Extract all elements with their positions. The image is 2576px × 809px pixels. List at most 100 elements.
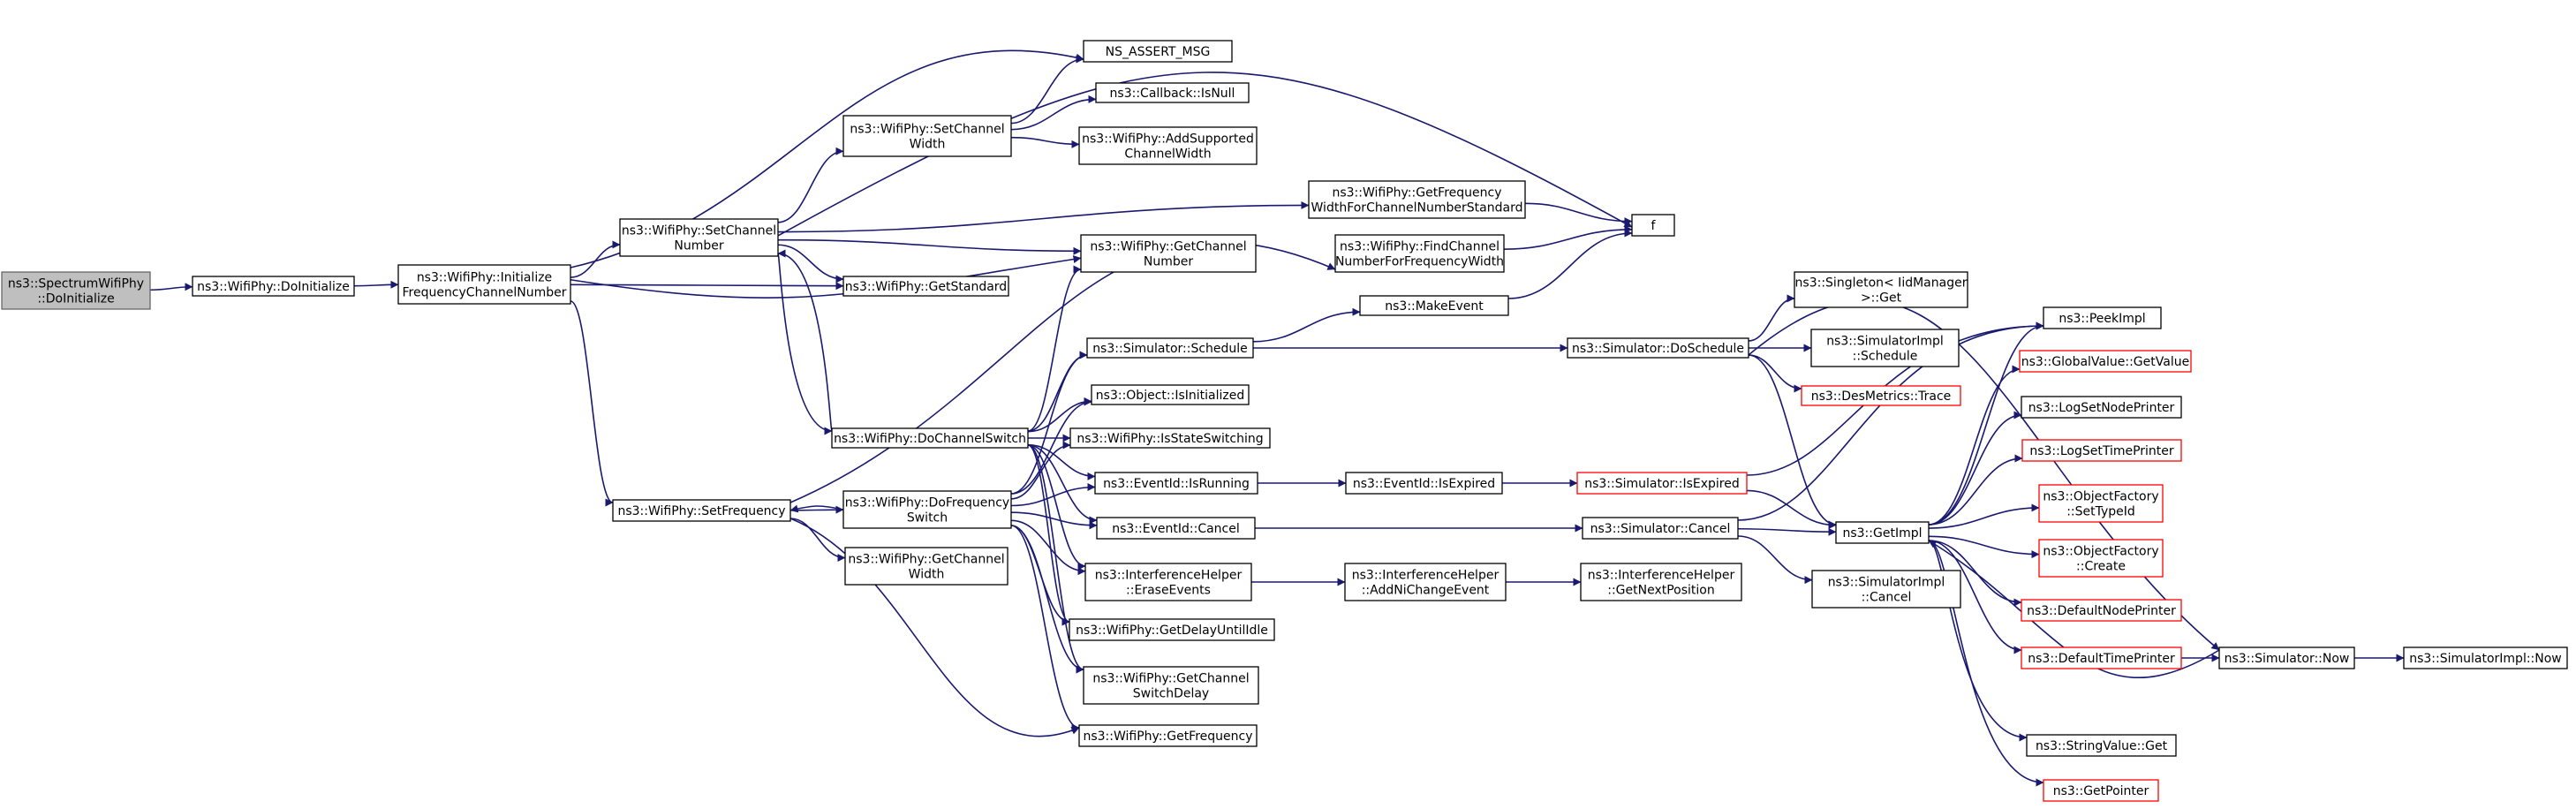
node-label-line: Number (674, 239, 723, 253)
node-simimplsched[interactable]: ns3::SimulatorImpl::Schedule (1810, 329, 1960, 367)
node-label-line: ns3::Singleton< IidManager (1795, 276, 1968, 291)
node-isstatesw[interactable]: ns3::WifiPhy::IsStateSwitching (1069, 427, 1271, 449)
node-isnull[interactable]: ns3::Callback::IsNull (1095, 82, 1250, 103)
edge-simcancel-to-getimpl (1737, 527, 1837, 536)
node-isinit[interactable]: ns3::Object::IsInitialized (1091, 384, 1250, 405)
node-label-line: FrequencyChannelNumber (402, 286, 566, 300)
node-addni[interactable]: ns3::InterferenceHelper::AddNiChangeEven… (1344, 563, 1507, 601)
node-objfactcreate[interactable]: ns3::ObjectFactory::Create (2038, 539, 2164, 578)
node-getimpl[interactable]: ns3::GetImpl (1835, 521, 1930, 544)
node-initfreq[interactable]: ns3::WifiPhy::InitializeFrequencyChannel… (397, 264, 571, 305)
node-doinit[interactable]: ns3::WifiPhy::DoInitialize (192, 276, 355, 297)
node-box (1086, 337, 1254, 359)
node-box (1359, 295, 1509, 316)
node-getptr[interactable]: ns3::GetPointer (2043, 779, 2159, 802)
node-simimplnow[interactable]: ns3::SimulatorImpl::Now (2403, 646, 2568, 669)
node-label-line: ns3::GlobalValue::GetValue (2021, 355, 2189, 369)
node-assert[interactable]: NS_ASSERT_MSG (1083, 40, 1233, 63)
node-makeevent[interactable]: ns3::MakeEvent (1359, 295, 1509, 316)
node-getfreqwidth[interactable]: ns3::WifiPhy::GetFrequencyWidthForChanne… (1308, 180, 1526, 219)
node-objfacttype[interactable]: ns3::ObjectFactory::SetTypeId (2038, 484, 2164, 523)
node-deftime[interactable]: ns3::DefaultTimePrinter (2021, 646, 2182, 669)
node-label-line: ns3::ObjectFactory (2043, 490, 2158, 504)
edge-setchwidth-to-assert (1010, 55, 1084, 125)
node-logtime[interactable]: ns3::LogSetTimePrinter (2021, 439, 2182, 462)
node-box (1096, 517, 1256, 540)
node-desmetrics[interactable]: ns3::DesMetrics::Trace (1801, 385, 1961, 406)
edge-dofreqsw-to-swdelay (1010, 525, 1084, 674)
edge-dochswitch-to-schedule (1027, 351, 1088, 432)
node-box (1, 271, 151, 310)
node-label-line: ns3::InterferenceHelper (1588, 569, 1735, 583)
node-label-line: ns3::Callback::IsNull (1110, 87, 1235, 101)
edge-dofreqsw-to-isinit (1010, 397, 1092, 495)
edge-simcancel-to-peekimpl (1737, 321, 2044, 521)
node-box (2021, 646, 2182, 669)
node-strget[interactable]: ns3::StringValue::Get (2026, 734, 2177, 757)
node-root[interactable]: ns3::SpectrumWifiPhy::DoInitialize (1, 271, 151, 310)
edge-dochswitch-to-isrunning (1027, 443, 1096, 480)
node-evcancel[interactable]: ns3::EventId::Cancel (1096, 517, 1256, 540)
node-delayidle[interactable]: ns3::WifiPhy::GetDelayUntilIdle (1069, 618, 1275, 641)
node-box (1084, 563, 1252, 601)
node-lognode[interactable]: ns3::LogSetNodePrinter (2021, 396, 2182, 419)
node-box (1078, 724, 1258, 747)
edge-setchnum-to-setchwidth (777, 147, 844, 223)
node-box (1811, 570, 1961, 609)
edge-getimpl-to-getptr (1928, 540, 2044, 787)
node-singleton[interactable]: ns3::Singleton< IidManager>::Get (1794, 271, 1968, 308)
node-label-line: ns3::Simulator::Schedule (1092, 342, 1248, 356)
node-getstd[interactable]: ns3::WifiPhy::GetStandard (842, 276, 1009, 297)
node-box (397, 264, 571, 305)
node-erase[interactable]: ns3::InterferenceHelper::EraseEvents (1084, 563, 1252, 601)
node-label-line: ns3::InterferenceHelper (1095, 569, 1243, 583)
node-label-line: ::Create (2076, 560, 2126, 574)
node-label-line: Width (910, 138, 946, 152)
node-label-line: ns3::SimulatorImpl (1826, 335, 1944, 349)
node-label-line: NS_ASSERT_MSG (1106, 45, 1211, 59)
node-globalvalue[interactable]: ns3::GlobalValue::GetValue (2019, 350, 2192, 373)
node-schedule[interactable]: ns3::Simulator::Schedule (1086, 337, 1254, 359)
node-findch[interactable]: ns3::WifiPhy::FindChannelNumberForFreque… (1334, 234, 1505, 273)
edge-getimpl-to-logtime (1928, 454, 2023, 525)
node-label-line: >::Get (1861, 291, 1902, 306)
node-simexpired[interactable]: ns3::Simulator::IsExpired (1576, 472, 1748, 495)
edge-schedule-to-makeevent (1252, 307, 1361, 343)
node-peekimpl[interactable]: ns3::PeekImpl (2043, 306, 2162, 329)
node-box (1345, 472, 1503, 495)
node-label-line: ns3::WifiPhy::SetFrequency (617, 504, 785, 518)
node-evexpired[interactable]: ns3::EventId::IsExpired (1345, 472, 1503, 495)
node-getfreq[interactable]: ns3::WifiPhy::GetFrequency (1078, 724, 1258, 747)
edge-initfreq-to-setfreq (570, 300, 614, 507)
node-isrunning[interactable]: ns3::EventId::IsRunning (1094, 472, 1258, 495)
node-doschedule[interactable]: ns3::Simulator::DoSchedule (1567, 337, 1749, 359)
node-label-line: SwitchDelay (1133, 687, 1209, 701)
node-nextpos[interactable]: ns3::InterferenceHelper::GetNextPosition (1580, 563, 1742, 601)
node-simcancel[interactable]: ns3::Simulator::Cancel (1582, 517, 1739, 540)
node-setfreq[interactable]: ns3::WifiPhy::SetFrequency (612, 499, 791, 522)
node-label-line: ns3::WifiPhy::FindChannel (1340, 240, 1500, 254)
edge-getimpl-to-peekimpl (1928, 321, 2044, 525)
node-dochswitch[interactable]: ns3::WifiPhy::DoChannelSwitch (831, 427, 1029, 449)
edge-root-to-doinit (149, 283, 193, 291)
node-defnode[interactable]: ns3::DefaultNodePrinter (2021, 599, 2182, 622)
node-label-line: ns3::PeekImpl (2059, 312, 2145, 326)
node-simimplcancel[interactable]: ns3::SimulatorImpl::Cancel (1811, 570, 1961, 609)
node-label-line: ::AddNiChangeEvent (1362, 584, 1490, 598)
node-box (1094, 472, 1258, 495)
node-label-line: ns3::SimulatorImpl (1828, 576, 1945, 590)
node-simnow[interactable]: ns3::Simulator::Now (2218, 646, 2355, 669)
node-box (842, 276, 1009, 297)
node-label-line: ns3::Simulator::Cancel (1590, 522, 1731, 536)
node-label-line: ns3::GetPointer (2053, 784, 2149, 798)
edge-setfreq-to-getfreq (789, 518, 1080, 737)
node-f[interactable]: f (1631, 214, 1675, 237)
